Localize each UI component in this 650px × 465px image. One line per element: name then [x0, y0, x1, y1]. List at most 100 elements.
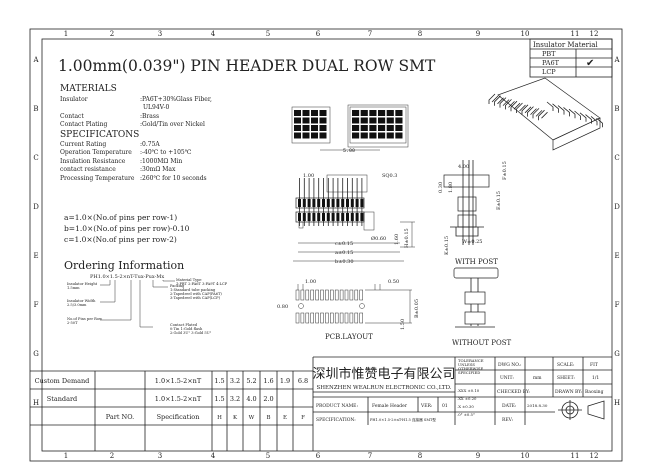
post-base — [450, 226, 484, 237]
side-body — [464, 311, 486, 325]
pin — [488, 93, 499, 104]
pcb-pad — [344, 312, 349, 324]
scale-value: FIT — [590, 362, 598, 368]
pin-square — [352, 125, 360, 131]
material-label: Contact Plating — [60, 121, 107, 128]
column-label: 3 — [158, 452, 162, 460]
material-option-pbt: PBT — [542, 50, 556, 58]
scale-label: SCALE: — [557, 362, 575, 368]
pin-body — [360, 199, 364, 207]
pcb-pad — [334, 312, 339, 324]
pin — [585, 114, 592, 124]
pin-body — [346, 213, 349, 221]
row-label: H — [33, 399, 39, 407]
materials-section: MATERIALS Insulator :PA6T+30%Glass Fiber… — [60, 84, 212, 128]
pcb-pad — [305, 289, 310, 301]
dim-side-a: 0.30 — [438, 182, 444, 193]
row-label: A — [32, 56, 39, 64]
pin-square — [395, 117, 403, 124]
housing-outline — [291, 106, 331, 144]
spec-cell: 1.0×1.5-2×nT — [155, 395, 202, 403]
row-label: H — [614, 399, 620, 407]
row-label: E — [614, 252, 619, 260]
pin-body — [302, 199, 306, 207]
pcb-pad — [339, 312, 344, 324]
column-label: 10 — [521, 30, 530, 38]
pcb-pad — [315, 289, 319, 301]
projection-symbol-icon — [558, 400, 605, 420]
dim-side-top: 4.00 — [458, 164, 469, 170]
spec-value-cell: 1.9 — [280, 377, 290, 385]
tolerance-value: .XX ±0.20 — [457, 396, 477, 401]
callout-text: 2:Tapedreel with CAP(PA6T) — [170, 292, 222, 296]
pin-square — [319, 132, 327, 139]
sheet-value: 1/1 — [592, 375, 599, 381]
row-label: D — [33, 203, 39, 211]
column-label: 5 — [266, 30, 270, 38]
spec-label: Processing Temperature — [60, 175, 135, 182]
pin-square — [386, 110, 394, 116]
pin-square — [369, 117, 377, 124]
callout-text: Insulator Width — [67, 299, 96, 303]
pcb-pad — [310, 289, 314, 301]
drawn-by-value: Baoxing — [585, 389, 604, 395]
pcb-pad — [325, 312, 329, 324]
pin-square — [352, 110, 360, 116]
pin-body — [312, 213, 316, 221]
pin-square — [378, 110, 386, 116]
pin-square — [294, 125, 301, 131]
tolerance-note: UNLESS — [458, 362, 475, 367]
column-label: 1 — [64, 452, 68, 460]
pin — [579, 112, 587, 122]
pin-body — [341, 199, 345, 207]
pin-body — [331, 199, 335, 207]
spec-column-header: W — [249, 415, 255, 421]
insulator-row — [295, 197, 365, 209]
pin-square — [360, 125, 368, 131]
pcb-hole — [359, 303, 365, 309]
column-label: 5 — [266, 452, 270, 460]
column-label: 6 — [316, 452, 321, 460]
pin-square — [319, 125, 327, 131]
pin-square — [369, 125, 377, 131]
dim-pin-width: SQ0.3 — [382, 173, 397, 179]
dim-side-post: K±0.15 — [444, 236, 450, 255]
dimension-formulas: a=1.0×(No.of pins per row-1) b=1.0×(No.o… — [64, 213, 190, 244]
pin-body — [341, 213, 345, 221]
pin-body — [355, 199, 359, 207]
label-with-post: WITH POST — [455, 258, 498, 266]
side-view-dims: 4.00 0.30 1.80 E±0.15 F±0.15 K±0.15 W±0.… — [438, 161, 508, 255]
spec-value: :260℃ for 10 seconds — [140, 175, 207, 182]
dim-side-b: 1.80 — [448, 182, 454, 193]
formula-c: c=1.0×(No.of pins per row-2) — [64, 235, 177, 244]
pin-square — [386, 132, 394, 139]
pin-body — [317, 199, 321, 207]
pcb-pad — [300, 289, 305, 301]
ver-value: 01 — [442, 403, 448, 409]
isometric-view — [488, 77, 603, 151]
materials-heading: MATERIALS — [60, 84, 117, 94]
column-label: 8 — [418, 30, 422, 38]
row-label: D — [614, 203, 620, 211]
pin-square — [360, 110, 368, 116]
specification-label: SPECIFICATION: — [316, 417, 356, 423]
row-label: C — [33, 154, 38, 162]
post — [298, 221, 304, 229]
pin-square — [311, 110, 318, 116]
pin — [596, 117, 603, 128]
dim-b: b±0.30 — [335, 259, 354, 265]
outer-frame — [29, 28, 623, 462]
pin-square — [319, 110, 327, 116]
dim-c: c±0.15 — [335, 241, 353, 247]
pin-body — [350, 199, 354, 207]
pin — [557, 105, 565, 115]
pin — [527, 106, 537, 117]
sheet-label: SHEET: — [557, 375, 575, 381]
post-outline — [363, 211, 375, 231]
pin-body — [307, 213, 311, 221]
pin-square — [302, 110, 310, 116]
material-option-pa6t: PA6T — [542, 59, 560, 67]
row-label: G — [614, 350, 620, 358]
callout-text: 1:Standard tube packing — [170, 288, 216, 292]
